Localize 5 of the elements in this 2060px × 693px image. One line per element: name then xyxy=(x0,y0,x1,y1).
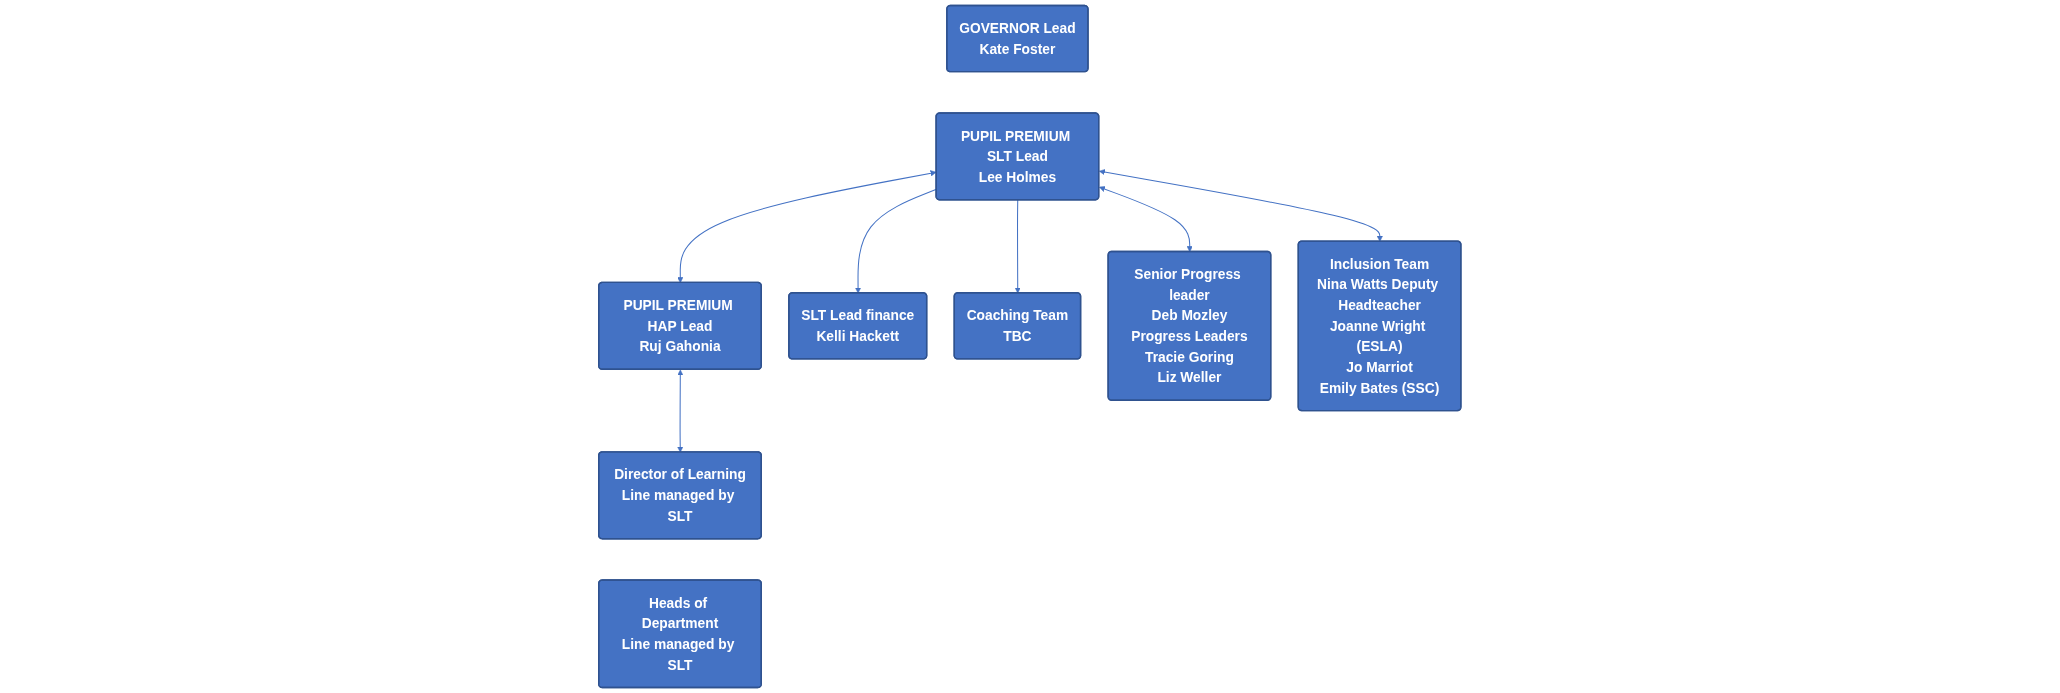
arrow xyxy=(1099,186,1193,253)
arrow xyxy=(1014,199,1021,294)
arrow xyxy=(1099,169,1384,242)
arrow xyxy=(677,369,684,453)
arrow xyxy=(677,170,937,284)
